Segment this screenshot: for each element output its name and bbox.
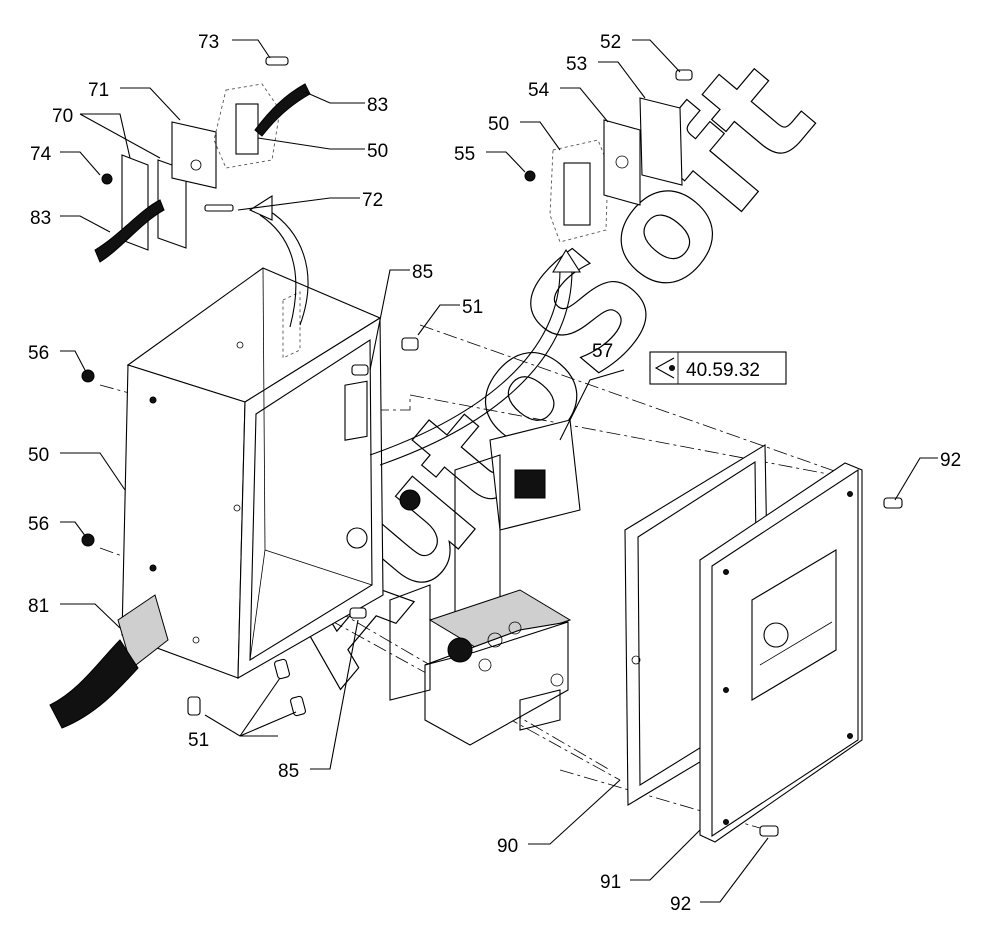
callout-91: 91	[600, 872, 621, 893]
reference-code-box: 40.59.32	[649, 351, 787, 385]
callout-90: 90	[497, 836, 518, 857]
cable-gland-81	[49, 594, 169, 729]
callout-56-top: 56	[28, 343, 49, 364]
reference-code-text: 40.59.32	[686, 360, 760, 381]
callout-54: 54	[528, 80, 550, 101]
callout-55: 55	[454, 144, 475, 165]
callout-71: 71	[88, 80, 109, 101]
callout-53: 53	[566, 54, 587, 75]
callout-56-bottom: 56	[28, 514, 49, 535]
callout-81: 81	[28, 596, 49, 617]
callout-50-housing: 50	[28, 445, 49, 466]
callout-50-plate: 50	[488, 114, 509, 135]
callout-50-top: 50	[367, 141, 388, 162]
callout-73: 73	[198, 32, 219, 53]
internal-electronics-57	[389, 419, 581, 746]
callout-52: 52	[600, 32, 621, 53]
cable-entry-assembly	[94, 56, 311, 263]
front-cover-91	[699, 462, 863, 843]
callout-51-bottom: 51	[188, 730, 209, 751]
leader-lines	[60, 39, 938, 903]
callout-83-right: 83	[367, 95, 388, 116]
callout-72: 72	[362, 190, 383, 211]
callout-labels: 73 71 70 74 83 83 50 72 52 53 54 50 55 8…	[28, 32, 961, 915]
callout-85-top: 85	[412, 262, 433, 283]
callout-92-top: 92	[940, 450, 961, 471]
cover-screws-92	[759, 497, 903, 837]
bolts	[81, 364, 369, 619]
callout-74: 74	[30, 144, 52, 165]
callout-57: 57	[592, 341, 613, 362]
spacers-51	[187, 337, 419, 717]
callout-85-bottom: 85	[278, 761, 299, 782]
callout-70: 70	[52, 106, 73, 127]
callout-83-left: 83	[30, 208, 51, 229]
callout-92-bottom: 92	[670, 894, 691, 915]
callout-51-top: 51	[462, 297, 483, 318]
blank-plate-assembly	[524, 69, 693, 243]
assembly-arrows	[248, 194, 582, 466]
